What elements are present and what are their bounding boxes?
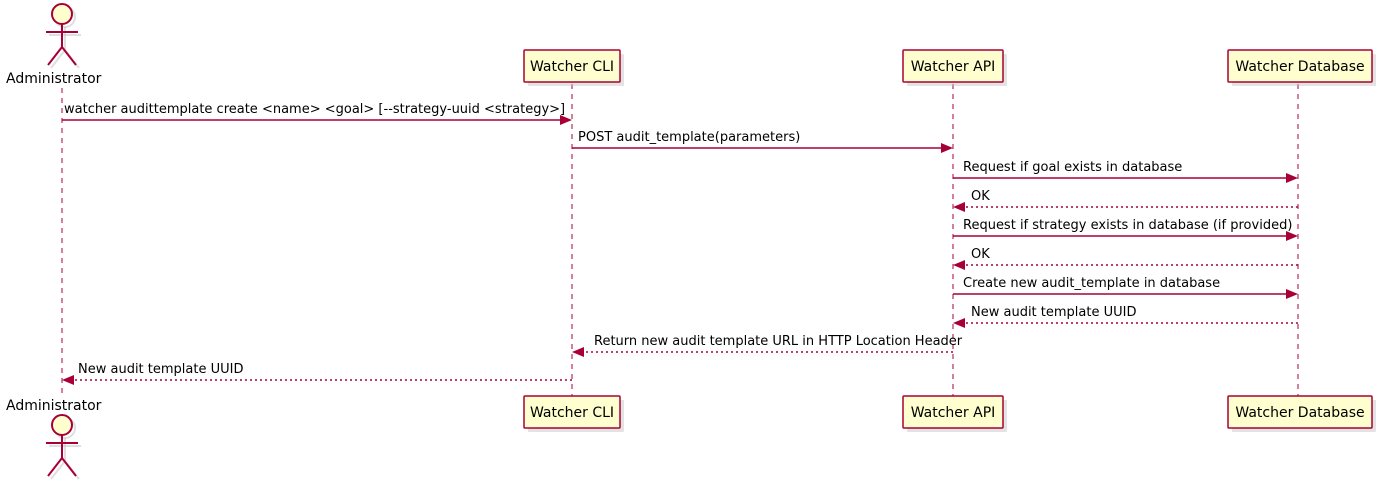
message-7[interactable]: Create new audit_template in database: [953, 276, 1298, 299]
message-8-label: New audit template UUID: [971, 305, 1136, 320]
message-7-arrowhead: [1286, 289, 1298, 299]
message-8[interactable]: New audit template UUID: [953, 305, 1298, 328]
participant-box-watcher-api-bottom[interactable]: Watcher API: [902, 395, 1007, 432]
lifelines: [61, 84, 1299, 396]
message-10-label: New audit template UUID: [78, 362, 243, 377]
actor-label-administrator-bottom: Administrator: [6, 398, 102, 414]
message-4-arrowhead: [953, 202, 965, 212]
message-10[interactable]: New audit template UUID: [62, 362, 572, 385]
message-3-arrowhead: [1286, 173, 1298, 183]
actor-head-icon: [51, 3, 73, 25]
participant-box-watcher-cli-bottom[interactable]: Watcher CLI: [523, 395, 624, 432]
message-5-label: Request if strategy exists in database (…: [963, 218, 1292, 233]
message-6-label: OK: [971, 247, 990, 262]
participant-label-watcher-database-bottom: Watcher Database: [1235, 405, 1364, 421]
message-1-label: watcher audittemplate create <name> <goa…: [64, 102, 565, 117]
message-1[interactable]: watcher audittemplate create <name> <goa…: [62, 102, 572, 125]
message-9-arrowhead: [572, 347, 584, 357]
message-5-arrowhead: [1286, 231, 1298, 241]
message-2-arrowhead: [941, 143, 953, 153]
actor-head-icon-bottom: [51, 414, 73, 436]
message-6-arrowhead: [953, 260, 965, 270]
participant-label-watcher-cli-top: Watcher CLI: [530, 59, 614, 75]
actor-leg-right-icon: [61, 46, 77, 66]
message-3[interactable]: Request if goal exists in database: [953, 160, 1298, 183]
participant-label-watcher-api-top: Watcher API: [911, 59, 996, 75]
message-1-arrowhead: [560, 115, 572, 125]
participant-box-watcher-database-top[interactable]: Watcher Database: [1227, 49, 1376, 86]
message-2-label: POST audit_template(parameters): [578, 130, 800, 145]
message-3-label: Request if goal exists in database: [963, 160, 1182, 175]
participant-label-watcher-api-bottom: Watcher API: [911, 405, 996, 421]
actor-leg-left-icon: [47, 46, 63, 66]
message-7-label: Create new audit_template in database: [963, 276, 1220, 291]
message-4-label: OK: [971, 189, 990, 204]
message-8-arrowhead: [953, 318, 965, 328]
actor-shadow-top: [49, 6, 81, 69]
message-5[interactable]: Request if strategy exists in database (…: [953, 218, 1298, 241]
message-6[interactable]: OK: [953, 247, 1298, 270]
participant-label-watcher-database-top: Watcher Database: [1235, 59, 1364, 75]
message-9-label: Return new audit template URL in HTTP Lo…: [594, 334, 963, 349]
actor-administrator-top[interactable]: Administrator: [6, 3, 102, 87]
message-9[interactable]: Return new audit template URL in HTTP Lo…: [572, 334, 963, 357]
participant-label-watcher-cli-bottom: Watcher CLI: [530, 405, 614, 421]
actor-leg-right-icon-bottom: [61, 457, 77, 477]
participant-box-watcher-database-bottom[interactable]: Watcher Database: [1227, 395, 1376, 432]
actor-leg-left-icon-bottom: [47, 457, 63, 477]
actor-label-administrator-top: Administrator: [6, 71, 102, 87]
message-2[interactable]: POST audit_template(parameters): [572, 130, 953, 153]
participant-box-watcher-cli-top[interactable]: Watcher CLI: [523, 49, 624, 86]
participant-box-watcher-api-top[interactable]: Watcher API: [902, 49, 1007, 86]
message-10-arrowhead: [62, 375, 74, 385]
actor-administrator-bottom[interactable]: Administrator: [6, 398, 102, 480]
message-4[interactable]: OK: [953, 189, 1298, 212]
